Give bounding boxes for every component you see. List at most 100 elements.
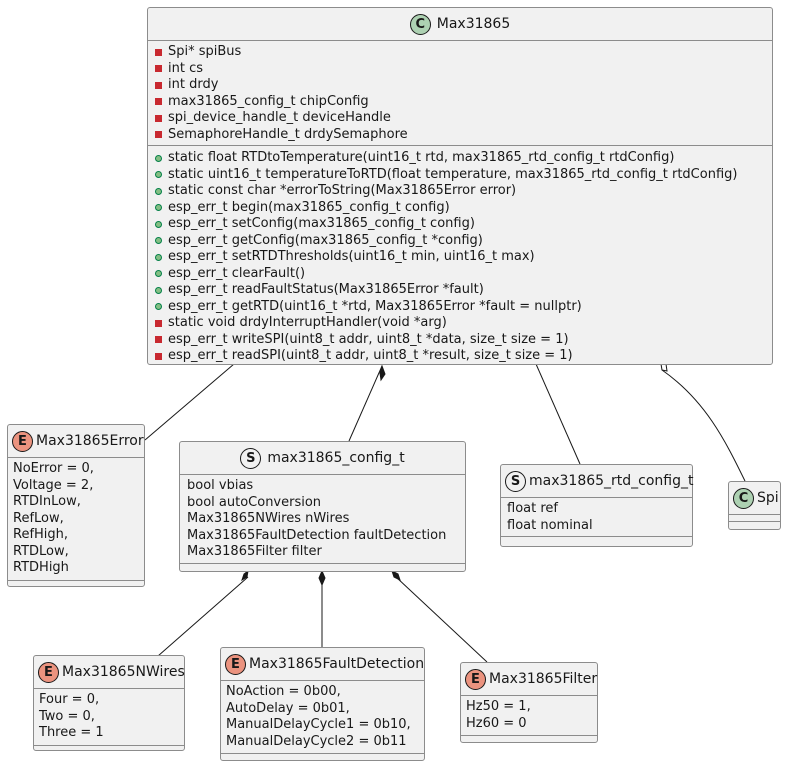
empty-section xyxy=(501,537,692,545)
struct-field: Max31865NWires nWires xyxy=(187,511,350,526)
field-row: spi_device_handle_t deviceHandle xyxy=(155,110,772,127)
method-text: esp_err_t begin(max31865_config_t config… xyxy=(168,199,450,215)
field-text: int cs xyxy=(168,60,204,76)
method-row: esp_err_t readFaultStatus(Max31865Error … xyxy=(155,282,772,299)
enum-max31865faultdetection[interactable]: E Max31865FaultDetection NoAction = 0b00… xyxy=(220,647,425,761)
private-visibility-icon xyxy=(155,48,162,56)
private-visibility-icon xyxy=(155,81,162,89)
composition-diamond-icon xyxy=(379,364,386,382)
struct-max31865-rtd-config-t[interactable]: S max31865_rtd_config_t float ref float … xyxy=(500,464,694,547)
public-visibility-icon xyxy=(155,253,162,261)
edge-config-to-nwires xyxy=(157,576,249,657)
public-visibility-icon xyxy=(155,270,162,278)
enum-value: RefHigh, xyxy=(13,527,69,542)
class-name: Max31865 xyxy=(436,16,511,32)
method-row: esp_err_t clearFault() xyxy=(155,266,772,283)
enum-value: NoAction = 0b00, xyxy=(226,684,341,699)
enum-value: RefLow, xyxy=(13,510,64,526)
composition-diamond-icon xyxy=(241,569,249,582)
enum-stereotype-icon: E xyxy=(465,668,486,690)
method-row: static uint16_t temperatureToRTD(float t… xyxy=(155,167,772,184)
enum-max31865filter[interactable]: E Max31865Filter Hz50 = 1, Hz60 = 0 xyxy=(460,662,598,743)
field-row: Spi* spiBus xyxy=(155,44,772,61)
method-text: static float RTDtoTemperature(uint16_t r… xyxy=(168,150,675,165)
enum-name: Max31865NWires xyxy=(62,664,185,680)
enum-value: Hz60 = 0 xyxy=(466,715,527,731)
enum-header: E Max31865Filter xyxy=(461,663,597,696)
values-section: NoError = 0, Voltage = 2, RTDInLow, RefL… xyxy=(8,458,144,581)
private-visibility-icon xyxy=(155,352,162,360)
enum-stereotype-icon: E xyxy=(225,653,246,675)
enum-name: Max31865FaultDetection xyxy=(249,656,425,672)
composition-diamond-icon xyxy=(318,569,326,587)
enum-value: Three = 1 xyxy=(39,725,104,740)
struct-name: max31865_config_t xyxy=(267,450,405,466)
empty-section xyxy=(461,736,597,742)
struct-stereotype-icon: S xyxy=(505,470,526,492)
class-header: C Max31865 xyxy=(148,8,772,41)
enum-max31865error[interactable]: E Max31865Error NoError = 0, Voltage = 2… xyxy=(7,424,145,587)
enum-stereotype-icon: E xyxy=(12,430,33,452)
method-row: esp_err_t getConfig(max31865_config_t *c… xyxy=(155,233,772,250)
private-visibility-icon xyxy=(155,98,162,106)
enum-value: AutoDelay = 0b01, xyxy=(226,700,350,716)
public-visibility-icon xyxy=(155,303,162,311)
fields-section: float ref float nominal xyxy=(501,498,692,537)
method-row: esp_err_t getRTD(uint16_t *rtd, Max31865… xyxy=(155,299,772,316)
methods-section: static float RTDtoTemperature(uint16_t r… xyxy=(148,146,772,367)
field-row: max31865_config_t chipConfig xyxy=(155,94,772,111)
private-visibility-icon xyxy=(155,131,162,139)
enum-name: Max31865Filter xyxy=(489,671,598,687)
class-name: Spi xyxy=(757,490,779,506)
enum-value: ManualDelayCycle1 = 0b10, xyxy=(226,717,411,732)
class-spi[interactable]: C Spi xyxy=(728,481,781,530)
enum-value: ManualDelayCycle2 = 0b11 xyxy=(226,733,407,749)
enum-value: Hz50 = 1, xyxy=(466,699,531,714)
enum-header: E Max31865NWires xyxy=(34,656,185,689)
edge-max31865-to-rtdconfig xyxy=(535,363,581,465)
edge-max31865-to-error xyxy=(144,363,235,441)
class-stereotype-icon: C xyxy=(409,13,431,35)
enum-value: Two = 0, xyxy=(39,708,95,724)
class-stereotype-icon: C xyxy=(733,487,754,509)
public-visibility-icon xyxy=(155,237,162,245)
class-max31865[interactable]: C Max31865 Spi* spiBus int cs int drdy m… xyxy=(147,7,773,365)
struct-name: max31865_rtd_config_t xyxy=(529,473,694,489)
method-row: static float RTDtoTemperature(uint16_t r… xyxy=(155,150,772,167)
public-visibility-icon xyxy=(155,187,162,195)
composition-diamond-icon xyxy=(391,570,401,581)
method-text: esp_err_t writeSPI(uint8_t addr, uint8_t… xyxy=(168,331,569,347)
struct-max31865-config-t[interactable]: S max31865_config_t bool vbias bool auto… xyxy=(179,441,466,572)
values-section: Four = 0, Two = 0, Three = 1 xyxy=(34,689,184,746)
enum-header: E Max31865FaultDetection xyxy=(221,648,424,681)
method-text: esp_err_t getConfig(max31865_config_t *c… xyxy=(168,232,483,248)
edge-config-to-filter xyxy=(395,576,488,663)
method-text: esp_err_t setConfig(max31865_config_t co… xyxy=(168,216,475,231)
empty-section xyxy=(34,746,184,753)
method-text: static const char *errorToString(Max3186… xyxy=(168,183,517,198)
enum-value: RTDLow, xyxy=(13,543,69,559)
private-visibility-icon xyxy=(155,65,162,73)
edge-max31865-to-config xyxy=(348,365,383,442)
method-text: esp_err_t getRTD(uint16_t *rtd, Max31865… xyxy=(168,298,582,314)
enum-value: Four = 0, xyxy=(39,692,100,707)
enum-stereotype-icon: E xyxy=(38,661,59,683)
method-row: static const char *errorToString(Max3186… xyxy=(155,183,772,200)
field-row: int drdy xyxy=(155,77,772,94)
struct-field: Max31865FaultDetection faultDetection xyxy=(187,527,447,543)
method-row: esp_err_t setConfig(max31865_config_t co… xyxy=(155,216,772,233)
public-visibility-icon xyxy=(155,171,162,179)
enum-max31865nwires[interactable]: E Max31865NWires Four = 0, Two = 0, Thre… xyxy=(33,655,185,751)
field-text: Spi* spiBus xyxy=(168,44,242,59)
field-text: int drdy xyxy=(168,77,219,92)
struct-field: bool vbias xyxy=(187,478,254,493)
public-visibility-icon xyxy=(155,286,162,294)
public-visibility-icon xyxy=(155,154,162,162)
method-row: esp_err_t writeSPI(uint8_t addr, uint8_t… xyxy=(155,332,772,349)
field-text: spi_device_handle_t deviceHandle xyxy=(168,110,391,125)
field-text: SemaphoreHandle_t drdySemaphore xyxy=(168,126,408,142)
enum-value: RTDHigh xyxy=(13,560,69,575)
struct-stereotype-icon: S xyxy=(240,447,262,469)
public-visibility-icon xyxy=(155,220,162,228)
edge-max31865-to-spi xyxy=(661,369,746,482)
